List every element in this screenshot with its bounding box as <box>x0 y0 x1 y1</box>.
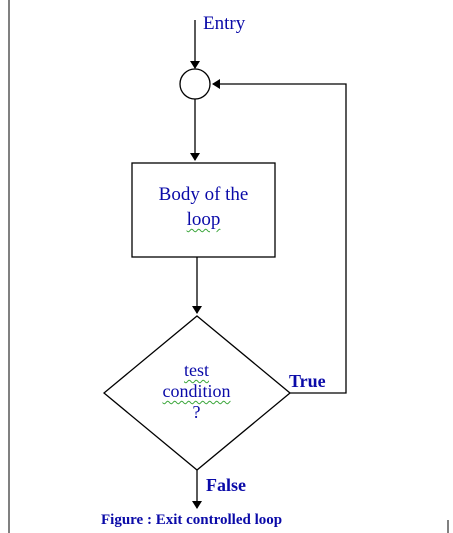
decision-text-line-2: condition <box>140 381 253 402</box>
decision-text-line-3: ? <box>192 402 201 422</box>
true-loop-back-path <box>212 79 347 394</box>
decision-text: test condition ? <box>140 360 253 423</box>
decision-test-word: test <box>184 360 209 380</box>
entry-label: Entry <box>203 13 246 34</box>
body-text-line-2: loop <box>132 207 275 232</box>
false-label: False <box>206 475 246 495</box>
decision-text-line-1: test <box>140 360 253 381</box>
body-of-loop-box <box>131 162 276 258</box>
decision-condition-word: condition <box>162 381 231 401</box>
body-of-loop-text: Body of the loop <box>132 182 275 232</box>
connector-circle <box>179 68 211 100</box>
body-text-line-1: Body of the <box>158 184 249 205</box>
true-label: True <box>289 371 326 391</box>
body-text-loop-word: loop <box>186 209 221 230</box>
figure-caption: Figure : Exit controlled loop <box>101 512 283 528</box>
